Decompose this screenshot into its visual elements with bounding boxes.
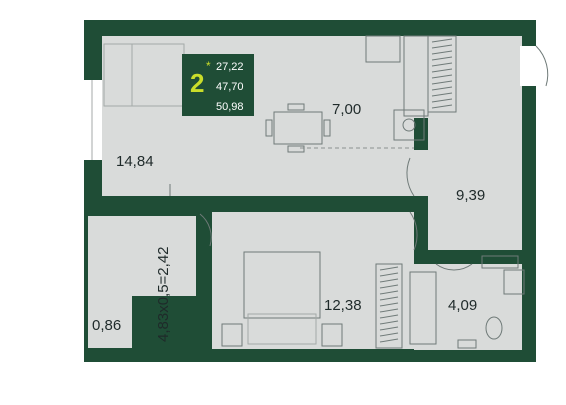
wall-hall-left [414,118,428,150]
nightstand-left-icon [221,323,243,347]
towel-rail-icon [481,255,519,269]
badge-area-total-balcony: 50,98 [216,101,244,113]
badge-room-count: 2 [190,68,204,98]
hanger-line [379,338,399,343]
floor-closet [88,296,132,348]
hanger-line [431,98,453,103]
hanger-line [379,326,399,331]
hanger-line [431,86,453,91]
chair-left-icon [265,119,273,137]
hanger-line [379,314,399,319]
hanger-line [431,56,453,61]
hanger-line [379,302,399,307]
wardrobe-bedroom-icon [375,263,403,349]
hanger-line [379,332,399,337]
floor-bedroom [212,212,414,349]
dining-table-icon [273,111,323,145]
wall-bedroom-right [414,196,428,264]
hanger-line [431,44,453,49]
hanger-line [431,92,453,97]
hanger-line [379,278,399,283]
label-kitchen: 7,00 [332,101,361,118]
hanger-line [431,80,453,85]
bed-pillows-icon [247,313,317,345]
floor-balcony [88,216,196,296]
hanger-line [379,320,399,325]
door-swing-bathroom [435,263,473,271]
hanger-line [379,290,399,295]
stove-icon [365,35,401,63]
sink-icon [393,109,425,141]
badge-area-living: 27,22 [216,61,244,73]
hanger-line [431,62,453,67]
washing-machine-icon [503,269,525,295]
door-exterior-right [520,46,536,86]
hanger-line [379,308,399,313]
chair-top-icon [287,103,305,111]
bathtub-icon [409,271,437,345]
door-swing-closet [199,213,212,247]
hanger-line [379,296,399,301]
door-swing-kitchen [406,157,415,197]
nightstand-right-icon [321,323,343,347]
bed-icon [243,251,321,319]
sink-bowl-icon [402,118,416,132]
wall-closet-right [132,296,196,356]
window-living [84,80,102,160]
hanger-line [379,272,399,277]
hanger-line [431,74,453,79]
label-balcony: 4,83x0,5=2,42 [155,246,172,342]
label-closet: 0,86 [92,317,121,334]
chair-right-icon [323,119,331,137]
sofa-seat-icon [103,43,133,107]
door-swing-exterior [535,45,549,87]
label-bathroom: 4,09 [448,297,477,314]
hanger-line [431,38,453,43]
washbasin-icon [457,339,477,349]
hanger-lines-icon [431,38,453,109]
label-hallway: 9,39 [456,187,485,204]
label-living-room: 14,84 [116,153,154,170]
hanger-line [379,266,399,271]
chair-bottom-icon [287,145,305,153]
wall-bathroom-top [414,250,522,264]
door-swing-bedroom [409,211,418,251]
wardrobe-hall-icon [427,35,457,113]
wall-bedroom-top [196,196,428,210]
hanger-lines-icon [379,266,399,343]
wall-bedroom-left [196,196,210,356]
hanger-line [431,68,453,73]
badge-area-total: 47,70 [216,81,244,93]
badge-star: * [206,59,211,73]
hanger-line [431,104,453,109]
toilet-icon [485,316,503,340]
wall-balcony-top [84,196,196,216]
info-badge [182,54,254,116]
hanger-line [379,284,399,289]
label-bedroom: 12,38 [324,297,362,314]
hanger-line [431,50,453,55]
floor-hallway [428,150,522,250]
